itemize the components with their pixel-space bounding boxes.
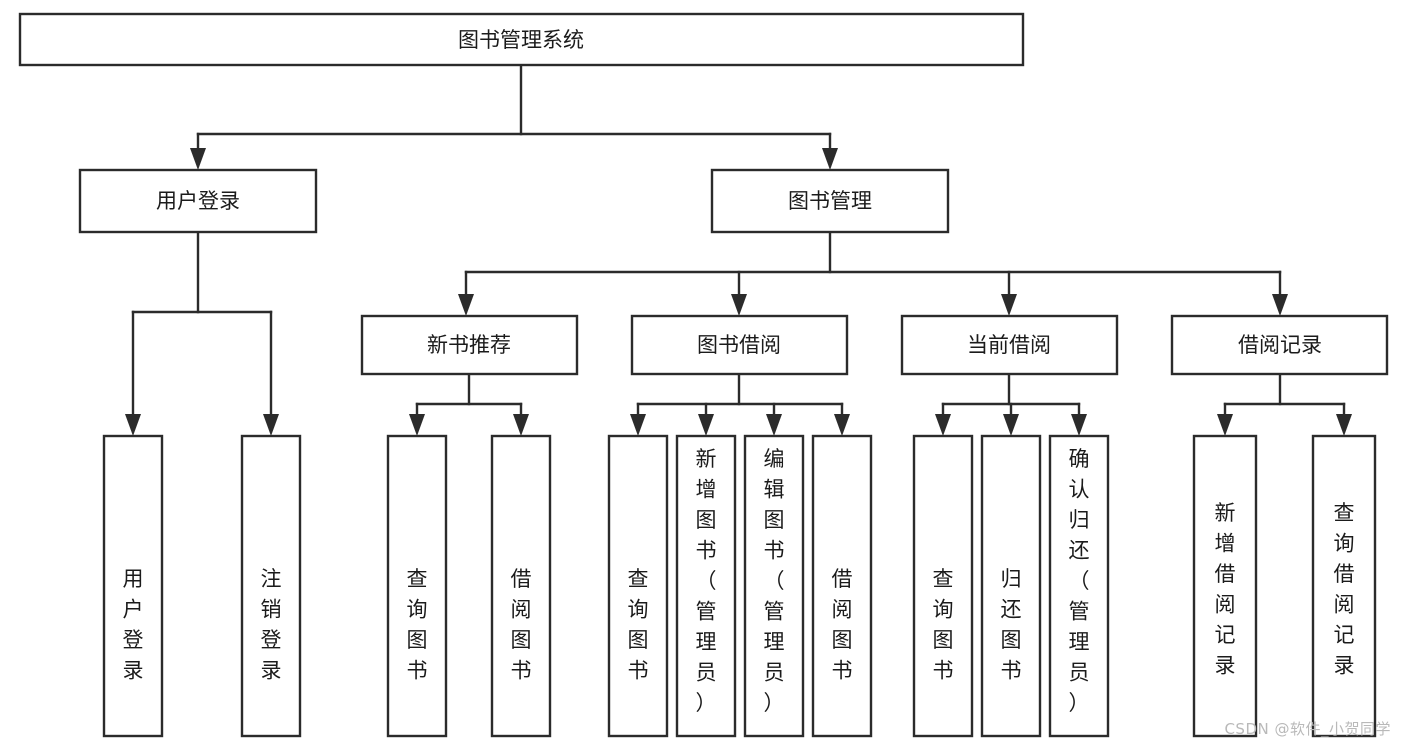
node-borrow-record-label: 借阅记录 [1238,333,1322,357]
node-borrow-record[interactable]: 借阅记录 [1170,314,1389,376]
arrowhead-leaf-add-record [1217,414,1233,436]
node-book-borrow-box[interactable] [630,314,849,376]
arrowhead-book-manage [822,148,838,170]
node-leaf-borrow-book-1-label: 借阅图书 [511,567,532,683]
node-leaf-query-book-3[interactable]: 查询图书 [912,434,974,738]
arrowhead-book-borrow [731,294,747,316]
node-current-borrow-label: 当前借阅 [967,333,1051,357]
node-current-borrow-box[interactable] [900,314,1119,376]
node-leaf-return-book-label: 归还图书 [1001,567,1022,683]
arrowhead-borrow-record [1272,294,1288,316]
node-leaf-user-logout-label: 注销登录 [261,567,282,683]
node-leaf-borrow-book-2-label: 借阅图书 [832,567,853,683]
node-leaf-edit-book-label: 编辑图书（管理员） [764,447,785,715]
node-new-book-recommend[interactable]: 新书推荐 [360,314,579,376]
arrowhead-user-login [190,148,206,170]
node-leaf-confirm-return[interactable]: 确认归还（管理员） [1048,434,1110,738]
node-leaf-add-book[interactable]: 新增图书（管理员） [675,434,737,738]
arrowhead-leaf-borrow-book-2 [834,414,850,436]
node-user-login-box[interactable] [78,168,318,234]
node-leaf-query-book-2-box[interactable] [607,434,669,738]
node-leaf-borrow-book-2[interactable]: 借阅图书 [811,434,873,738]
node-book-borrow[interactable]: 图书借阅 [630,314,849,376]
node-leaf-query-book-2-label: 查询图书 [628,567,649,683]
node-leaf-user-logout-box[interactable] [240,434,302,738]
node-root[interactable]: 图书管理系统 [18,12,1025,67]
node-user-login-label: 用户登录 [156,189,240,213]
node-leaf-user-logout[interactable]: 注销登录 [240,434,302,738]
arrowhead-leaf-return-book [1003,414,1019,436]
node-leaf-query-book-1-box[interactable] [386,434,448,738]
node-root-label: 图书管理系统 [458,28,584,52]
arrowhead-leaf-query-book-1 [409,414,425,436]
node-leaf-edit-book-box[interactable] [743,434,805,738]
node-leaf-query-book-1[interactable]: 查询图书 [386,434,448,738]
node-leaf-query-book-1-label: 查询图书 [407,567,428,683]
node-book-manage-box[interactable] [710,168,950,234]
node-leaf-borrow-book-1[interactable]: 借阅图书 [490,434,552,738]
arrowhead-leaf-user-logout [263,414,279,436]
connector-group [125,63,1352,436]
node-leaf-query-record-label: 查询借阅记录 [1334,501,1355,678]
node-current-borrow[interactable]: 当前借阅 [900,314,1119,376]
node-leaf-add-book-label: 新增图书（管理员） [696,447,717,715]
node-borrow-record-box[interactable] [1170,314,1389,376]
node-leaf-add-record-box[interactable] [1192,434,1258,738]
node-leaf-edit-book[interactable]: 编辑图书（管理员） [743,434,805,738]
node-leaf-add-book-box[interactable] [675,434,737,738]
node-leaf-query-record-box[interactable] [1311,434,1377,738]
node-leaf-query-record[interactable]: 查询借阅记录 [1311,434,1377,738]
node-root-box[interactable] [18,12,1025,67]
node-leaf-query-book-3-box[interactable] [912,434,974,738]
node-leaf-add-record-label: 新增借阅记录 [1215,501,1236,678]
node-leaf-user-login-box[interactable] [102,434,164,738]
node-leaf-confirm-return-label: 确认归还（管理员） [1069,447,1090,715]
arrowhead-leaf-edit-book [766,414,782,436]
node-leaf-query-book-2[interactable]: 查询图书 [607,434,669,738]
node-book-borrow-label: 图书借阅 [697,333,781,357]
node-leaf-confirm-return-box[interactable] [1048,434,1110,738]
arrowhead-leaf-user-login [125,414,141,436]
node-leaf-query-book-3-label: 查询图书 [933,567,954,683]
node-leaf-user-login-label: 用户登录 [123,567,144,683]
node-leaf-add-record[interactable]: 新增借阅记录 [1192,434,1258,738]
node-book-manage[interactable]: 图书管理 [710,168,950,234]
node-leaf-user-login[interactable]: 用户登录 [102,434,164,738]
arrowhead-leaf-query-book-2 [630,414,646,436]
node-leaf-return-book-box[interactable] [980,434,1042,738]
node-user-login[interactable]: 用户登录 [78,168,318,234]
node-book-manage-label: 图书管理 [788,189,872,213]
arrowhead-leaf-add-book [698,414,714,436]
node-leaf-return-book[interactable]: 归还图书 [980,434,1042,738]
node-leaf-borrow-book-2-box[interactable] [811,434,873,738]
arrowhead-leaf-query-record [1336,414,1352,436]
arrowhead-leaf-confirm-return [1071,414,1087,436]
node-new-book-recommend-label: 新书推荐 [427,333,511,357]
arrowhead-leaf-borrow-book-1 [513,414,529,436]
node-leaf-borrow-book-1-box[interactable] [490,434,552,738]
node-new-book-recommend-box[interactable] [360,314,579,376]
arrowhead-leaf-query-book-3 [935,414,951,436]
arrowhead-current-borrow [1001,294,1017,316]
arrowhead-new-book-recommend [458,294,474,316]
